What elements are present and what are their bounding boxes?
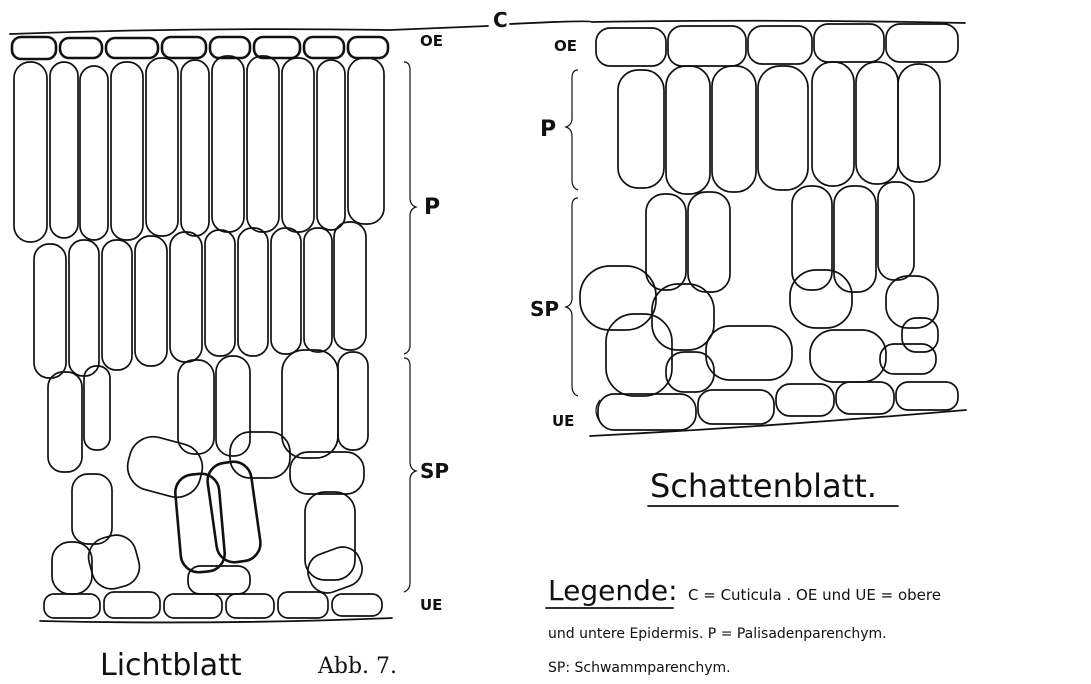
schattenblatt-brace-sp (566, 198, 578, 396)
lichtblatt-sp-label: SP (420, 459, 449, 483)
lichtblatt-lower-epidermis (44, 592, 382, 618)
schattenblatt-lower-epidermis (598, 382, 958, 430)
schattenblatt-ue-label: UE (552, 412, 574, 430)
lichtblatt-drawing (10, 26, 488, 622)
schattenblatt-sp-label: SP (530, 297, 559, 321)
schattenblatt-p-label: P (540, 117, 556, 142)
schattenblatt-palisade-row-1 (618, 62, 940, 194)
lichtblatt-title: Lichtblatt (100, 648, 242, 683)
lichtblatt-upper-epidermis (12, 37, 388, 59)
schattenblatt-spongy-tissue (580, 266, 938, 396)
legend-line-3: SP: Schwammparenchym. (548, 660, 731, 676)
lichtblatt-cuticle (10, 26, 488, 34)
schattenblatt-oe-label: OE (554, 37, 577, 55)
lichtblatt-p-label: P (424, 195, 440, 220)
figure-number: Abb. 7. (317, 654, 397, 679)
cuticula-label: C (493, 8, 508, 32)
legend-line-2: und untere Epidermis. P = Palisadenparen… (548, 626, 887, 642)
lichtblatt-palisade-row-1 (14, 56, 384, 242)
lichtblatt-palisade-row-2 (34, 222, 366, 378)
lichtblatt-oe-label: OE (420, 32, 443, 50)
schattenblatt-brace-p (566, 70, 578, 190)
schattenblatt-upper-epidermis (596, 24, 958, 66)
lichtblatt-ue-label: UE (420, 596, 442, 614)
lichtblatt-brace-p (404, 62, 416, 354)
legend-heading: Legende: (548, 574, 678, 607)
lichtblatt-spongy-tissue (48, 350, 368, 598)
schattenblatt-title: Schattenblatt. (650, 467, 877, 505)
schattenblatt-palisade-row-2 (646, 182, 914, 292)
schattenblatt-drawing (510, 21, 966, 436)
schattenblatt-lower-cuticle (590, 410, 966, 436)
lichtblatt-lower-cuticle (40, 618, 392, 622)
legend-line-1: C = Cuticula . OE und UE = obere (688, 586, 941, 604)
lichtblatt-brace-sp (404, 358, 416, 592)
